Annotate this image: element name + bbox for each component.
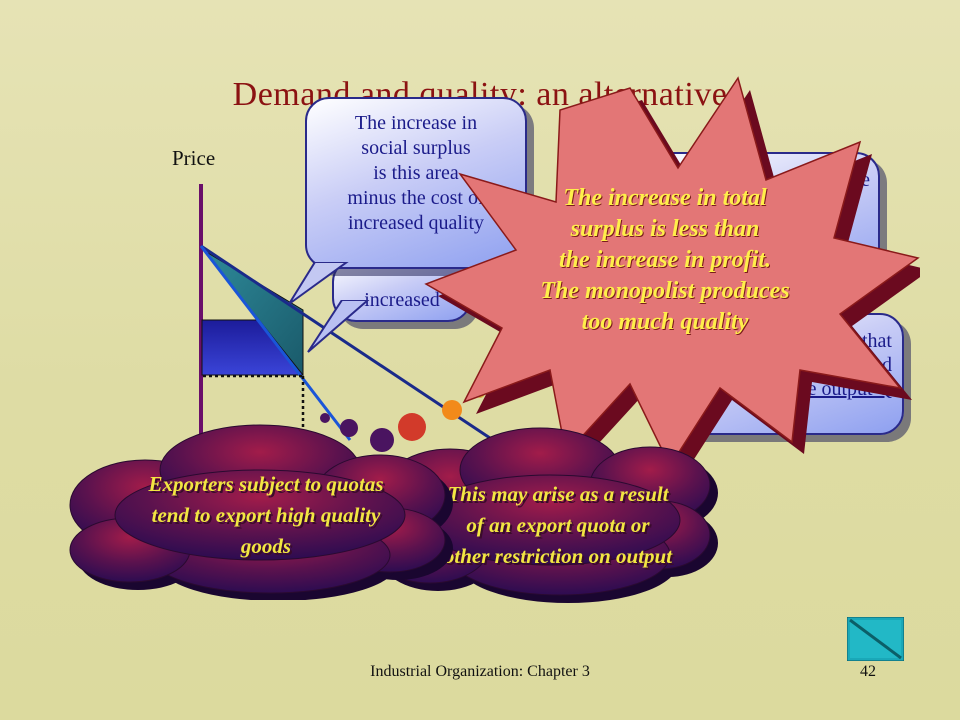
thought-bubble — [398, 413, 426, 441]
callout-line: social surplus — [361, 137, 471, 159]
callout-line: The increase in — [354, 112, 478, 134]
cloud-line: tend to export high quality — [151, 503, 381, 527]
thought-bubble — [340, 419, 358, 437]
cloud-right-message: This may arise as a result of an export … — [388, 479, 728, 572]
starburst-shape — [424, 76, 920, 470]
starburst-line: The increase in total — [563, 185, 767, 211]
cloud-left-message: Exporters subject to quotas tend to expo… — [96, 469, 436, 562]
callout-line: minus the cost of — [347, 187, 485, 209]
thought-bubble — [320, 413, 330, 423]
starburst-line: surplus is less than — [570, 216, 760, 242]
thought-bubble — [370, 428, 394, 452]
callout-behind-text: increased — [364, 289, 440, 311]
cloud-line: other restriction on output — [443, 544, 673, 568]
starburst-line: too much quality — [581, 309, 749, 335]
slide-footer: Industrial Organization: Chapter 3 — [370, 663, 590, 680]
callout-pointer — [288, 262, 349, 305]
callout-line: is this area — [373, 162, 459, 184]
starburst-line: the increase in profit. — [558, 247, 771, 273]
thought-bubble — [442, 400, 462, 420]
callout-right-bottom-line1: that — [862, 330, 892, 352]
callout-pointer — [307, 300, 370, 353]
next-slide-icon — [846, 616, 905, 662]
callout-line: increased quality — [347, 212, 485, 234]
cloud-line: goods — [240, 534, 292, 558]
cloud-line: This may arise as a result — [447, 482, 669, 506]
cloud-line: Exporters subject to quotas — [148, 472, 384, 496]
starburst-message: The increase in total surplus is less th… — [450, 183, 880, 338]
starburst-line: The monopolist produces — [540, 278, 790, 304]
next-slide-button[interactable] — [846, 616, 905, 662]
cloud-shape-left — [69, 424, 453, 600]
demand-curve-old — [199, 245, 352, 441]
y-axis-label: Price — [172, 146, 216, 170]
page-number: 42 — [860, 663, 876, 680]
cloud-line: of an export quota or — [466, 513, 650, 537]
callout-right-top-line1: e — [861, 169, 870, 191]
